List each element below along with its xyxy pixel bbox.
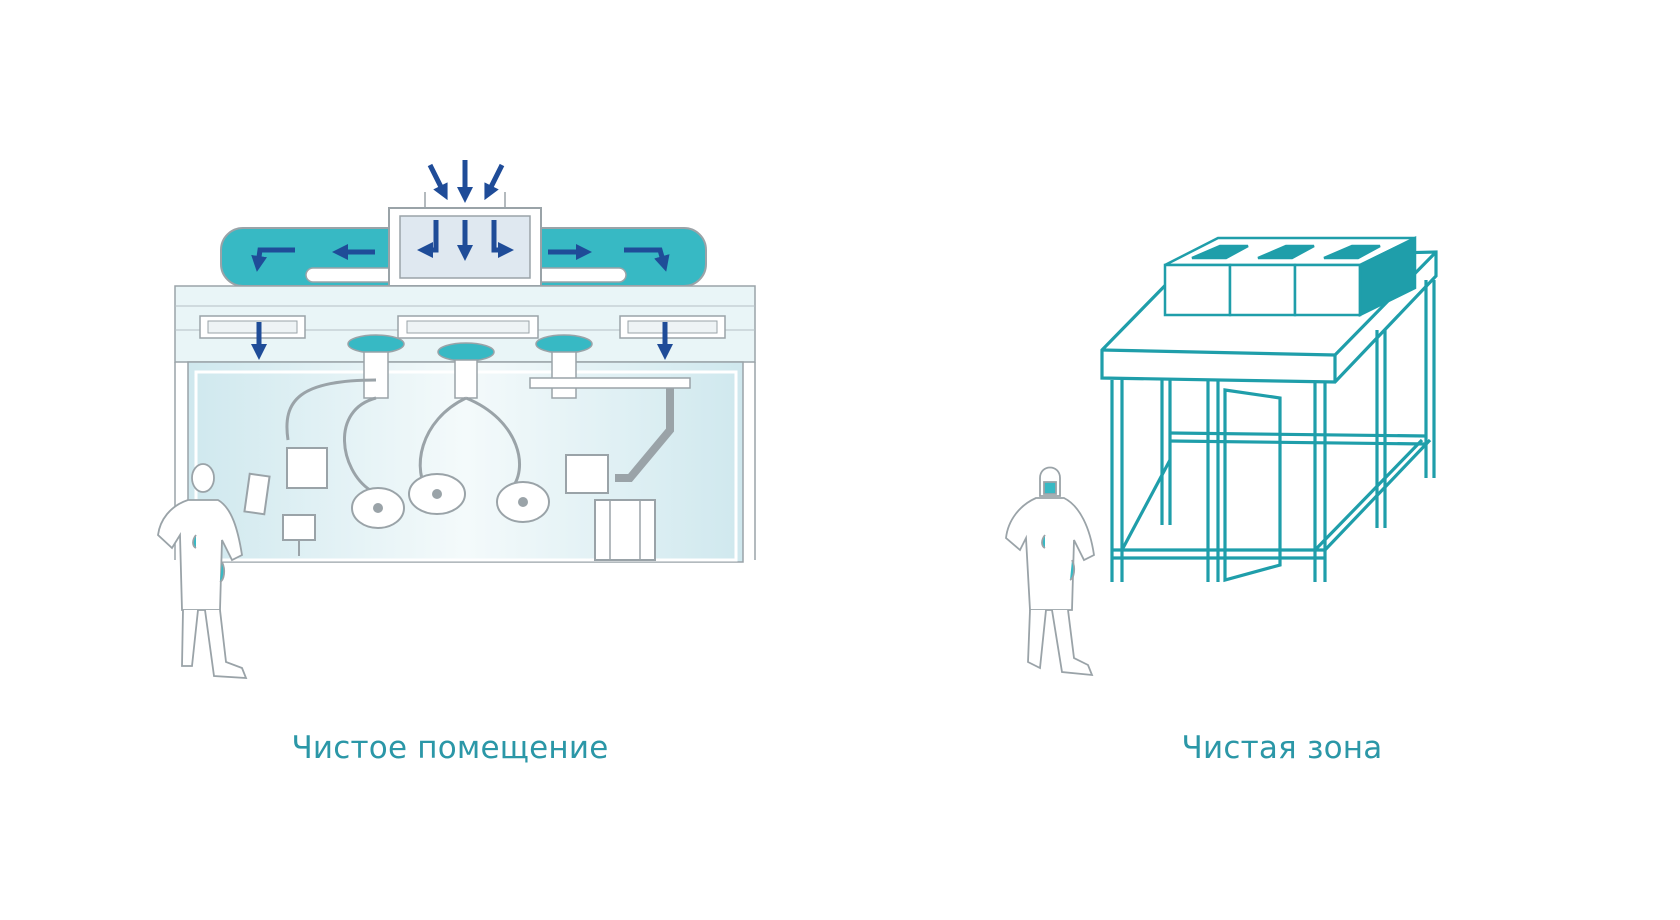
ceiling bbox=[174, 285, 756, 363]
clean-zone-drawing bbox=[1005, 235, 1438, 677]
arrow-icon bbox=[251, 247, 295, 272]
surgical-light-mounts bbox=[285, 334, 691, 529]
caption-clean-room: Чистое помещение bbox=[291, 730, 609, 766]
arrow-icon bbox=[624, 247, 670, 272]
monitors bbox=[243, 388, 674, 561]
caption-clean-zone: Чистая зона bbox=[1181, 730, 1383, 766]
filter-modules bbox=[1163, 235, 1417, 318]
arrow-icon bbox=[484, 163, 505, 201]
clean-room-drawing bbox=[157, 160, 756, 679]
person-icon bbox=[157, 463, 248, 679]
arrow-icon bbox=[416, 220, 439, 259]
arrow-icon bbox=[491, 220, 515, 259]
clean-room-illustration: Чистое помещение bbox=[157, 160, 756, 766]
arrow-icon bbox=[427, 163, 448, 201]
airflow-arrows bbox=[250, 160, 674, 361]
person-icon bbox=[1005, 466, 1095, 677]
clean-zone-illustration: Чистая зона bbox=[840, 0, 1680, 920]
